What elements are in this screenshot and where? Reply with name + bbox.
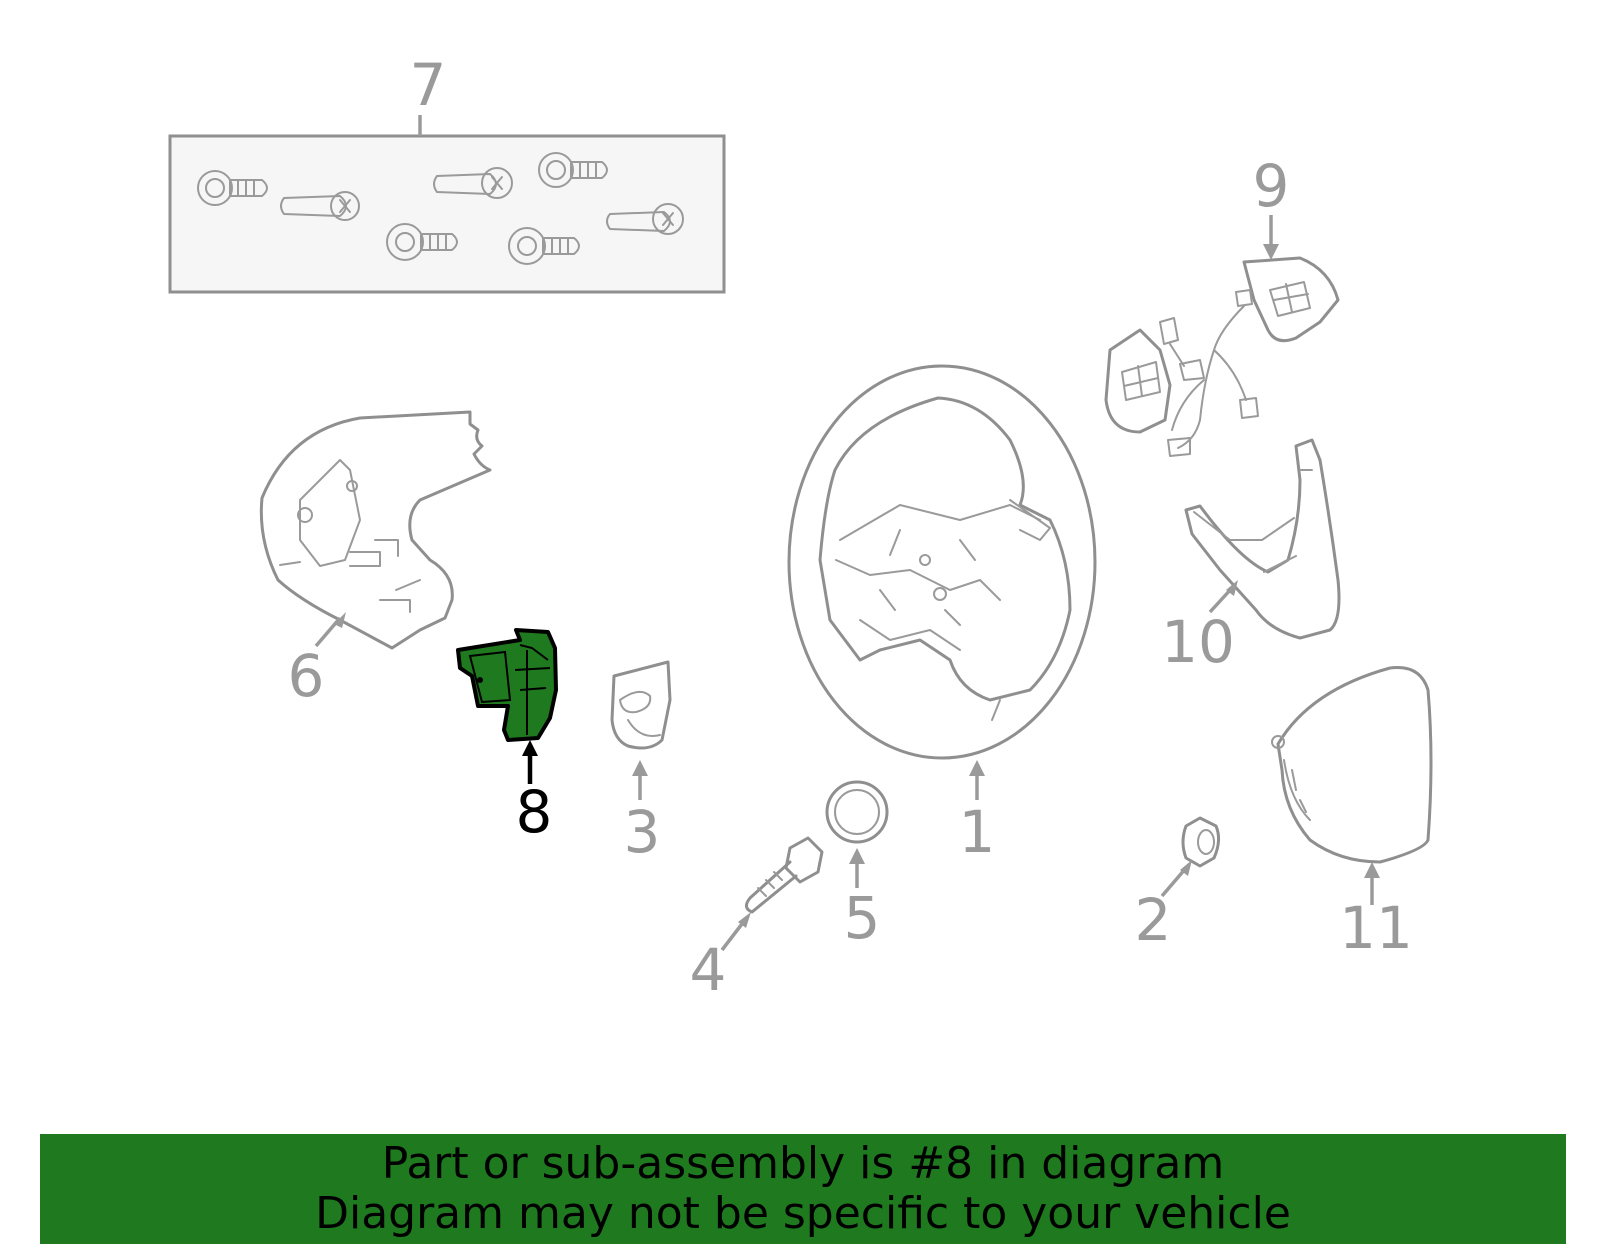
banner-line-2: Diagram may not be specific to your vehi…	[315, 1188, 1291, 1239]
part-10-bezel[interactable]	[1184, 438, 1341, 640]
banner-line-1: Part or sub-assembly is #8 in diagram	[381, 1138, 1225, 1189]
callout-8: 8	[516, 778, 553, 846]
callout-4: 4	[690, 936, 727, 1004]
part-2-nut[interactable]	[1160, 816, 1221, 898]
callout-1: 1	[959, 798, 996, 866]
callout-7: 7	[410, 51, 447, 119]
part-9-switch-assembly[interactable]	[1104, 215, 1340, 457]
part-7-screw-kit[interactable]	[168, 115, 726, 294]
part-8-switch-highlighted[interactable]	[456, 628, 558, 742]
callout-10: 10	[1161, 608, 1235, 676]
callout-9: 9	[1253, 152, 1290, 220]
callout-6: 6	[288, 642, 325, 710]
part-1-steering-wheel[interactable]	[787, 364, 1097, 800]
callout-11: 11	[1339, 894, 1413, 962]
info-banner: Part or sub-assembly is #8 in diagram Di…	[40, 1134, 1566, 1244]
part-3-cover[interactable]	[610, 660, 672, 800]
callout-2: 2	[1135, 886, 1172, 954]
part-4-bolt[interactable]	[720, 836, 824, 952]
part-11-airbag[interactable]	[1271, 665, 1433, 905]
callout-5: 5	[844, 884, 881, 952]
callout-3: 3	[624, 798, 661, 866]
part-5-washer[interactable]	[825, 780, 889, 888]
part-6-rear-cover[interactable]	[259, 410, 492, 650]
